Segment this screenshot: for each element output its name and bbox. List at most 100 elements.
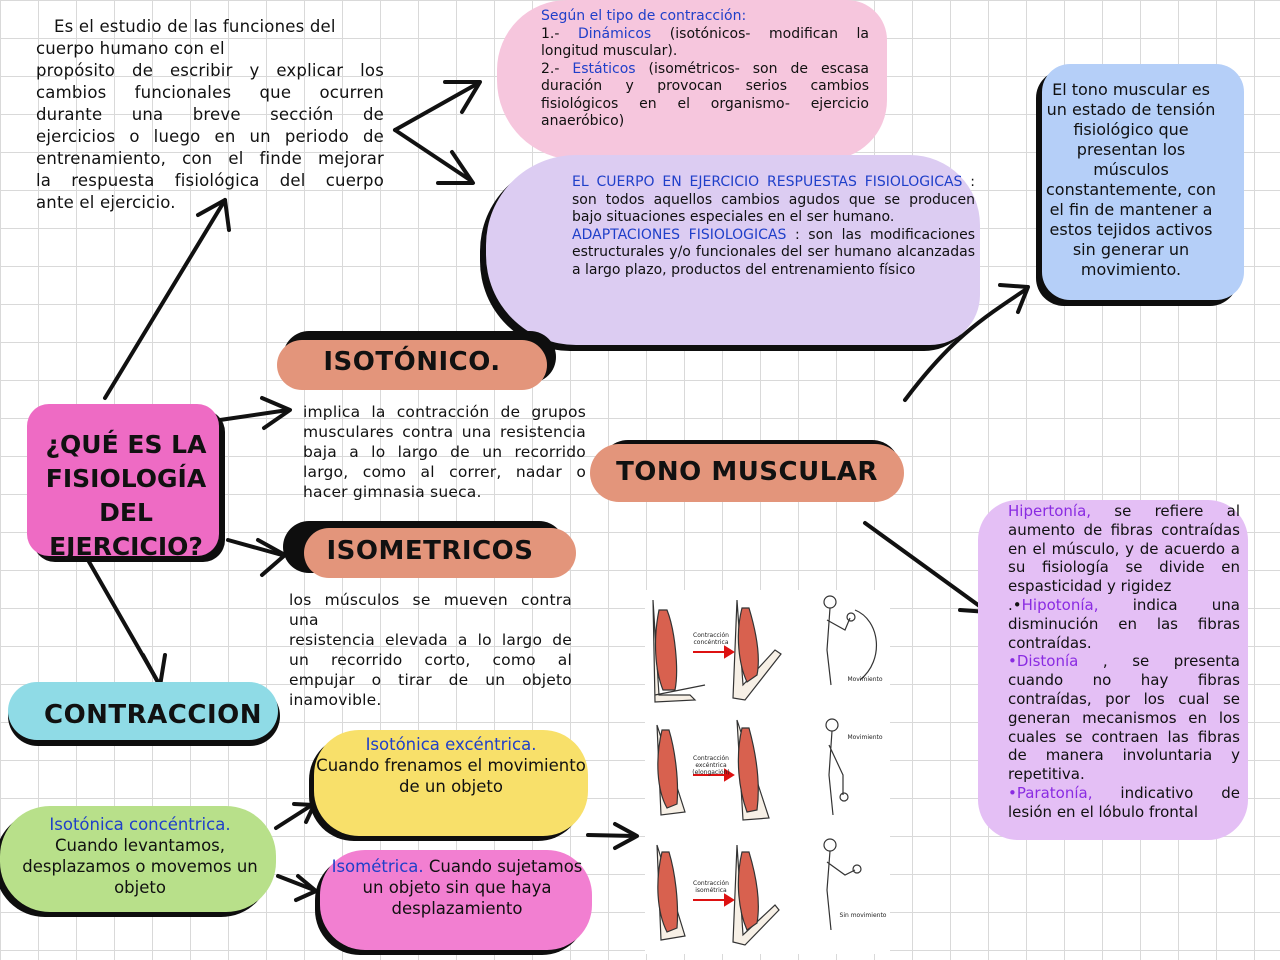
isotonico-title-pill <box>277 340 547 390</box>
arrowhead-excentrica <box>292 802 316 824</box>
isometricos-desc-line: los músculos se mueven contra una <box>289 591 572 629</box>
arrow-to-tono-def <box>903 288 1027 402</box>
bullet: .• <box>1008 595 1022 614</box>
responses-text: EL CUERPO EN EJERCICIO RESPUESTAS FISIOL… <box>572 174 975 279</box>
hipotonia-term: Hipotonía, <box>1021 595 1099 614</box>
isometrica-desc: Cuando sujetamos un objeto sin que haya … <box>362 857 583 918</box>
contraction-types-heading: Según el tipo de contracción: <box>541 8 747 24</box>
label-eccentric: Contracción excéntrica (elongación) <box>692 755 730 776</box>
intro-line: la respuesta fisiológica del cuerpo <box>36 171 384 190</box>
arrowhead-isometricos <box>256 538 287 577</box>
responses-bubble <box>486 155 980 345</box>
respuestas-term: EL CUERPO EN EJERCICIO RESPUESTAS FISIOL… <box>572 174 963 190</box>
contraction-illustration: Contracción concéntrica Contracción excé… <box>645 590 890 954</box>
arm-eccentric-right <box>736 719 770 821</box>
tone-disorders-text: Hipertonía, se refiere al aumento de fib… <box>1008 502 1240 822</box>
bullet: • <box>1008 652 1017 671</box>
intro-line: ante el ejercicio. <box>36 193 176 212</box>
distonia-desc: , se presenta cuando no hay fibras contr… <box>1008 652 1240 784</box>
excentrica-term: Isotónica excéntrica. <box>365 735 537 754</box>
concentrica-desc: Cuando levantamos, desplazamos o movemos… <box>22 836 258 897</box>
respuestas-desc: : son todos aquellos cambios agudos que … <box>572 174 976 225</box>
arrow-to-excentrica <box>274 803 314 830</box>
distonia-term: Distonía <box>1016 652 1079 671</box>
arm-concentric-right <box>732 599 782 701</box>
intro-line: ejercicios o luego en un periodo de <box>36 127 384 146</box>
arrow-to-isotonico <box>218 408 290 422</box>
hipotonia-desc: indica una disminución en las fibras con… <box>1008 595 1240 652</box>
label-movement-2: Movimiento <box>847 734 883 741</box>
isometricos-desc-rest: resistencia elevada a lo largo de un rec… <box>289 631 572 709</box>
contraction-types-text: Según el tipo de contracción: 1.- Dinámi… <box>541 8 869 131</box>
isotonico-title: ISOTÓNICO. <box>323 347 501 377</box>
arrow-to-intro <box>103 198 227 400</box>
concentrica-term: Isotónica concéntrica. <box>49 815 231 834</box>
intro-line: Es el estudio de las funciones del <box>54 17 336 36</box>
label-isometric: Contracción isométrica <box>693 880 729 894</box>
hipertonia-desc: se refiere al aumento de fibras contraíd… <box>1008 502 1240 596</box>
isometrica-bubble <box>320 850 592 950</box>
intro-line: cambios funcionales que ocurren <box>36 83 384 102</box>
paratonia-term: Paratonía, <box>1016 783 1093 802</box>
tono-title-pill <box>590 444 904 502</box>
isometricos-title: ISOMETRICOS <box>326 536 534 566</box>
concentrica-bubble <box>0 806 276 912</box>
arrowhead-intro <box>196 198 231 232</box>
paratonia-desc: indicativo de lesión en el lóbulo fronta… <box>1008 783 1240 821</box>
label-no-movement: Sin movimiento <box>839 912 887 919</box>
arrowhead-tono-def <box>998 283 1030 314</box>
isometricos-title-pill <box>304 528 576 578</box>
person-figure-2 <box>825 718 849 816</box>
arrow-to-isometricos <box>226 538 284 557</box>
dinamicos-desc: (isotónicos- modifican la longitud muscu… <box>541 25 870 60</box>
concentrica-text: Isotónica concéntrica. Cuando levantamos… <box>12 814 268 898</box>
central-question-box <box>27 404 219 556</box>
arrowhead-isometrica <box>294 874 318 902</box>
tone-disorders-box <box>978 500 1248 840</box>
arrowhead-illustration <box>613 822 639 850</box>
arrow-to-tone-disorders <box>863 521 987 612</box>
isometrica-term: Isométrica. <box>331 857 424 876</box>
arrow-to-isometrica <box>276 874 316 892</box>
intro-line: cuerpo humano con el <box>36 39 225 58</box>
arrow-to-responses <box>393 128 472 182</box>
contraccion-title: CONTRACCION <box>43 700 263 730</box>
adaptaciones-term: ADAPTACIONES FISIOLOGICAS <box>572 226 787 243</box>
intro-text: Es el estudio de las funciones del cuerp… <box>36 16 384 214</box>
person-figure-3 <box>823 838 862 931</box>
arrowhead-responses <box>436 150 475 185</box>
label-concentric: Contracción concéntrica <box>693 632 729 646</box>
label-movement-1: Movimiento <box>847 676 883 683</box>
excentrica-desc: Cuando frenamos el movimiento de un obje… <box>316 756 586 796</box>
arrowhead-isotonico <box>260 396 292 430</box>
tono-definition-box <box>1042 64 1244 300</box>
item-number: 1.- <box>541 25 578 42</box>
arm-diagrams <box>652 595 877 946</box>
arrow-to-contraction-types <box>393 83 477 132</box>
tono-title: TONO MUSCULAR <box>616 457 878 487</box>
contraccion-title-pill <box>8 682 278 740</box>
arrow-to-illustration <box>586 833 637 838</box>
arm-concentric-left <box>652 599 706 703</box>
dinamicos-term: Dinámicos <box>578 25 652 42</box>
excentrica-bubble <box>314 730 588 836</box>
estaticos-desc: (isométricos- son de escasa duración y p… <box>541 60 870 130</box>
tono-definition-text: El tono muscular es un estado de tensión… <box>1046 80 1216 279</box>
arrowhead-contraction-types <box>443 80 482 114</box>
estaticos-term: Estáticos <box>572 60 636 77</box>
intro-line: propósito de escribir y explicar los <box>36 61 384 80</box>
bullet: • <box>1008 783 1017 802</box>
isotonico-description: implica la contracción de grupos muscula… <box>303 403 586 501</box>
arm-isometric-left <box>656 844 686 941</box>
arm-eccentric-left <box>656 724 686 816</box>
intro-line: durante una breve sección de <box>36 105 384 124</box>
central-question: ¿QUÉ ES LA FISIOLOGÍA DEL EJERCICIO? <box>45 430 207 561</box>
isometricos-description: los músculos se mueven contra una resist… <box>289 590 572 710</box>
hipertonia-term: Hipertonía, <box>1008 502 1092 520</box>
excentrica-text: Isotónica excéntrica. Cuando frenamos el… <box>314 734 588 797</box>
isometrica-text: Isométrica. Cuando sujetamos un objeto s… <box>330 856 584 919</box>
person-figure-1 <box>823 595 877 686</box>
contraction-types-bubble <box>497 0 887 160</box>
intro-line: entrenamiento, con el finde mejorar <box>36 149 384 168</box>
